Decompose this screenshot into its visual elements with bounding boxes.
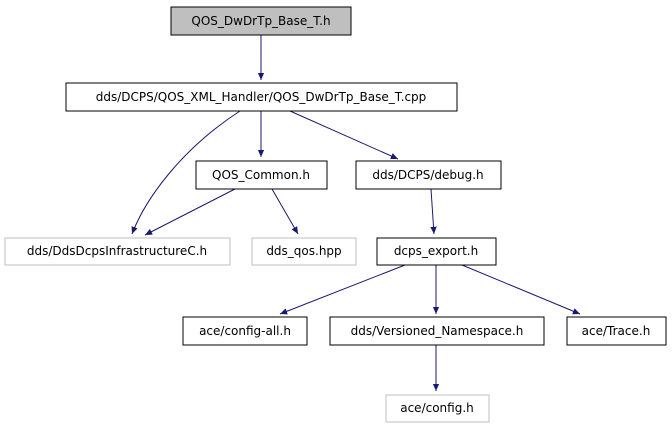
node-label: dds/Versioned_Namespace.h (351, 324, 524, 338)
edges (131, 35, 581, 391)
node-qos-dwdrtp-base-t-h[interactable]: QOS_DwDrTp_Base_T.h (170, 6, 352, 36)
node-config-h[interactable]: ace/config.h (385, 394, 490, 423)
node-label: ace/config-all.h (199, 324, 291, 338)
edge-qos-common-to-dds-qos (271, 188, 299, 235)
node-qos-common-h[interactable]: QOS_Common.h (195, 160, 328, 190)
node-trace-h[interactable]: ace/Trace.h (566, 316, 667, 346)
edge-cpp-to-ddsdcpsinfrastructurec (131, 110, 241, 235)
node-label: dds/DdsDcpsInfrastructureC.h (27, 244, 207, 258)
edge-qos-common-to-ddsdcpsinfrastructurec (144, 188, 236, 236)
node-config-all-h[interactable]: ace/config-all.h (182, 316, 308, 346)
node-label: dds/DCPS/QOS_XML_Handler/QOS_DwDrTp_Base… (96, 90, 427, 104)
node-label: QOS_DwDrTp_Base_T.h (191, 14, 330, 28)
node-label: dds_qos.hpp (266, 244, 341, 258)
node-label: ace/config.h (400, 401, 474, 415)
node-debug-h[interactable]: dds/DCPS/debug.h (355, 160, 502, 190)
edge-dcps-export-to-trace (461, 264, 581, 315)
node-versioned-namespace-h[interactable]: dds/Versioned_Namespace.h (329, 316, 545, 346)
node-ddsdcpsinfrastructurec-h[interactable]: dds/DdsDcpsInfrastructureC.h (4, 237, 231, 266)
node-label: dcps_export.h (394, 244, 478, 258)
node-label: QOS_Common.h (212, 168, 310, 182)
edge-debug-to-dcps-export (430, 188, 437, 235)
nodes: QOS_DwDrTp_Base_T.h dds/DCPS/QOS_XML_Han… (4, 6, 667, 423)
node-label: ace/Trace.h (582, 324, 651, 338)
node-dds-qos-hpp[interactable]: dds_qos.hpp (251, 237, 357, 266)
node-qos-dwdrtp-base-t-cpp[interactable]: dds/DCPS/QOS_XML_Handler/QOS_DwDrTp_Base… (65, 82, 458, 112)
node-label: dds/DCPS/debug.h (372, 168, 483, 182)
edge-cpp-to-debug (289, 110, 399, 160)
node-dcps-export-h[interactable]: dcps_export.h (376, 237, 497, 266)
edge-dcps-export-to-config-all (279, 264, 406, 315)
